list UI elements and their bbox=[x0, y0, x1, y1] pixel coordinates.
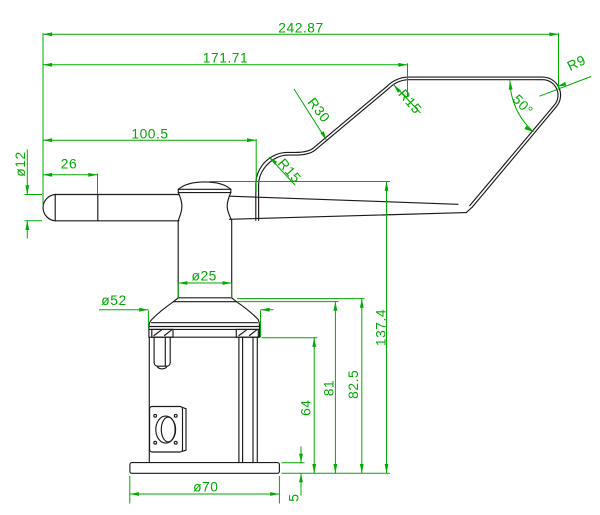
svg-text:26: 26 bbox=[61, 156, 77, 171]
svg-text:81: 81 bbox=[322, 380, 337, 396]
svg-text:R9: R9 bbox=[565, 52, 588, 74]
svg-text:242.87: 242.87 bbox=[278, 21, 324, 36]
svg-text:R30: R30 bbox=[305, 95, 333, 125]
svg-text:137.4: 137.4 bbox=[374, 309, 389, 346]
svg-text:171.71: 171.71 bbox=[203, 50, 249, 65]
svg-text:100.5: 100.5 bbox=[131, 127, 168, 142]
svg-text:64: 64 bbox=[299, 399, 314, 415]
svg-text:82.5: 82.5 bbox=[346, 370, 361, 399]
svg-text:5: 5 bbox=[286, 493, 301, 501]
svg-text:ø25: ø25 bbox=[191, 269, 216, 284]
svg-text:ø70: ø70 bbox=[193, 479, 218, 494]
svg-text:ø12: ø12 bbox=[13, 151, 28, 176]
svg-text:50°: 50° bbox=[510, 92, 536, 119]
svg-text:ø52: ø52 bbox=[101, 293, 126, 308]
